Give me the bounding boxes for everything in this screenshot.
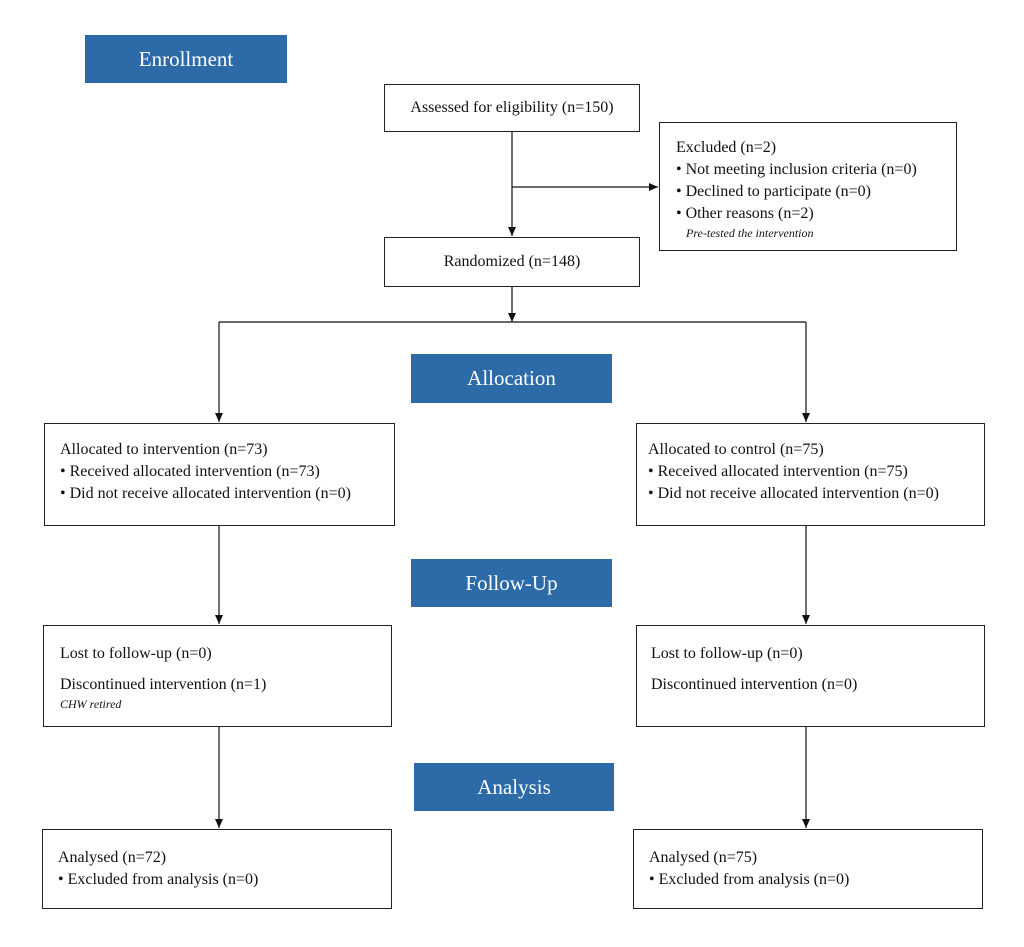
analysis-intervention-box: Analysed (n=72) • Excluded from analysis…	[42, 829, 392, 909]
analysis-control-box: Analysed (n=75) • Excluded from analysis…	[633, 829, 983, 909]
allocated-intervention-title: Allocated to intervention (n=73)	[60, 441, 268, 458]
allocated-control-item: • Received allocated intervention (n=75)	[648, 463, 908, 480]
excluded-item: • Not meeting inclusion criteria (n=0)	[676, 161, 917, 178]
followup-control-discontinued: Discontinued intervention (n=0)	[651, 676, 858, 693]
followup-intervention-box: Lost to follow-up (n=0) Discontinued int…	[43, 625, 392, 727]
stage-analysis: Analysis	[414, 763, 614, 811]
analysis-intervention-item: • Excluded from analysis (n=0)	[58, 871, 259, 888]
allocated-control-title: Allocated to control (n=75)	[648, 441, 824, 458]
followup-intervention-note: CHW retired	[60, 697, 122, 711]
allocated-control-box: Allocated to control (n=75) • Received a…	[636, 423, 985, 526]
allocated-intervention-item: • Received allocated intervention (n=73)	[60, 463, 320, 480]
allocated-intervention-item: • Did not receive allocated intervention…	[60, 485, 351, 502]
excluded-note: Pre-tested the intervention	[686, 226, 814, 240]
analysis-control-item: • Excluded from analysis (n=0)	[649, 871, 850, 888]
analysis-control-title: Analysed (n=75)	[649, 849, 758, 866]
excluded-title: Excluded (n=2)	[676, 139, 777, 156]
stage-allocation: Allocation	[411, 354, 612, 403]
stage-followup: Follow-Up	[411, 559, 612, 607]
stage-enrollment: Enrollment	[85, 35, 287, 83]
excluded-item: • Other reasons (n=2)	[676, 205, 814, 222]
allocated-control-item: • Did not receive allocated intervention…	[648, 485, 939, 502]
randomized-label: Randomized (n=148)	[443, 253, 581, 270]
followup-control-lost: Lost to follow-up (n=0)	[651, 645, 803, 662]
allocated-intervention-box: Allocated to intervention (n=73) • Recei…	[44, 423, 395, 526]
assessed-box: Assessed for eligibility (n=150)	[384, 84, 640, 132]
followup-intervention-discontinued: Discontinued intervention (n=1)	[60, 676, 267, 693]
followup-control-box: Lost to follow-up (n=0) Discontinued int…	[636, 625, 985, 727]
excluded-item: • Declined to participate (n=0)	[676, 183, 871, 200]
followup-intervention-lost: Lost to follow-up (n=0)	[60, 645, 212, 662]
analysis-intervention-title: Analysed (n=72)	[58, 849, 167, 866]
assessed-label: Assessed for eligibility (n=150)	[410, 99, 614, 116]
excluded-box: Excluded (n=2) • Not meeting inclusion c…	[659, 122, 957, 251]
randomized-box: Randomized (n=148)	[384, 237, 640, 287]
